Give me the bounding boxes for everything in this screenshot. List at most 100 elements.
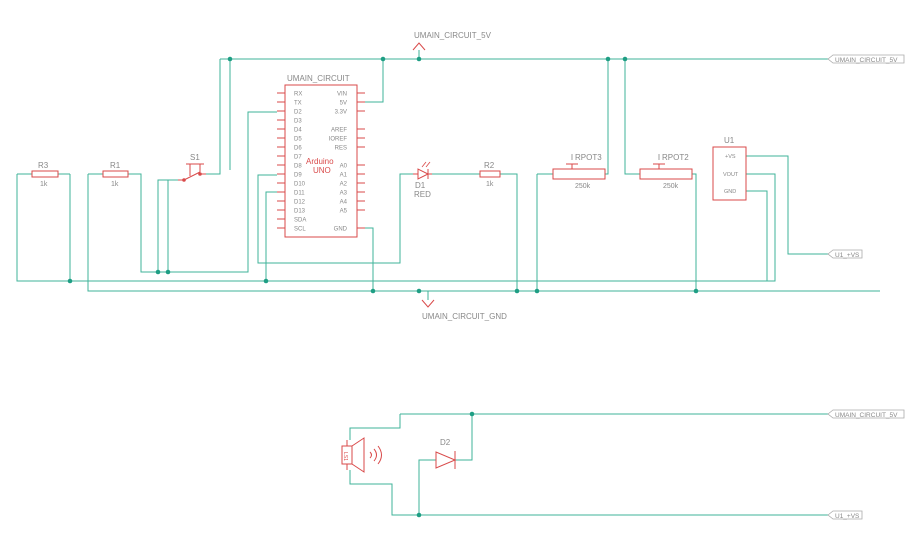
junction-dot [67, 278, 73, 284]
supply-5v-symbol: UMAIN_CIRCUIT_5V [412, 31, 492, 51]
junction-dot [605, 56, 611, 62]
wires [16, 50, 880, 516]
net-flag-5v-top: UMAIN_CIRCUIT_5V [827, 54, 905, 64]
junction-dot [534, 288, 540, 294]
junction-dot [227, 56, 233, 62]
junction-dot [155, 269, 161, 275]
arduino-pin-label: D11 [294, 191, 305, 197]
net-flag-u1-vs-bottom: U1_+VS [827, 510, 863, 520]
sensor-u1: U1 +VS VOUT GND [712, 136, 747, 201]
arduino-pin-label: D6 [294, 146, 302, 152]
arduino-pin-label: D7 [294, 155, 302, 161]
resistor-r1: R1 1k [102, 161, 129, 188]
wire-rpot3-right [605, 59, 609, 175]
arduino-pin-label: A2 [340, 182, 348, 188]
wire-d2-left [418, 459, 436, 515]
r1-value: 1k [111, 181, 119, 188]
wire-r3-left [16, 174, 70, 282]
net-flag-5v-bottom: UMAIN_CIRCUIT_5V [827, 409, 905, 419]
arduino-pin-label: A5 [340, 209, 348, 215]
junction-dot [380, 56, 386, 62]
d1-value: RED [414, 190, 431, 199]
wire-s1-5v [203, 59, 221, 175]
r2-ref: R2 [484, 161, 495, 170]
wire-arduino-5v [365, 59, 384, 103]
arduino-pin-label: D12 [294, 200, 306, 206]
junction-dot [165, 269, 171, 275]
junctions [67, 56, 699, 518]
r3-value: 1k [40, 181, 48, 188]
r2-value: 1k [486, 181, 494, 188]
wire-r2-right [500, 173, 518, 291]
junction-dot [693, 288, 699, 294]
arduino-pin-label: D8 [294, 164, 302, 170]
svg-text:UMAIN_CIRCUIT_5V: UMAIN_CIRCUIT_5V [835, 412, 898, 419]
junction-dot [370, 288, 376, 294]
wire-u1-vout [746, 173, 776, 282]
arduino-pin-label: D10 [294, 182, 306, 188]
arduino-pin-label: IOREF [329, 137, 348, 143]
junction-dot [514, 288, 520, 294]
svg-text:U1_+VS: U1_+VS [835, 513, 860, 520]
junction-dot [469, 411, 475, 417]
arduino-pin-label: SDA [294, 218, 306, 224]
buzzer-ls1: LS1 [341, 437, 382, 473]
arduino-pin-label: RES [335, 146, 347, 152]
wire-lower-5v-left [349, 414, 401, 440]
arduino-pin-label: A0 [340, 164, 348, 170]
arduino-pin-label: D13 [294, 209, 306, 215]
wire-buzzer-bottom [349, 470, 828, 516]
arduino-pin-label: AREF [331, 128, 347, 134]
junction-dot [416, 288, 422, 294]
led-d1: D1 RED [413, 161, 432, 199]
arduino-pin-label: A4 [340, 200, 348, 206]
wire-d11 [265, 191, 277, 281]
arduino-pin-label: D3 [294, 119, 302, 125]
resistor-r2: R2 1k [479, 161, 501, 188]
u1-ref: U1 [724, 136, 735, 145]
resistor-r3: R3 1k [31, 161, 59, 188]
supply-gnd-label: UMAIN_CIRCUIT_GND [422, 312, 507, 321]
supply-gnd-symbol: UMAIN_CIRCUIT_GND [421, 299, 507, 321]
arduino-pin-label: D4 [294, 128, 302, 134]
diode-d2: D2 [435, 438, 457, 469]
wire-d2-right [455, 414, 473, 461]
svg-text:U1_+VS: U1_+VS [835, 252, 860, 259]
net-flag-u1-vs-top: U1_+VS [827, 249, 863, 259]
arduino-pin-label: D5 [294, 137, 302, 143]
arduino-line1: Arduino [306, 157, 334, 166]
potentiometer-rpot2: RPOT2 250k [639, 153, 693, 190]
arduino-pin-label: SCL [294, 227, 306, 233]
arduino-pin-label: GND [334, 227, 348, 233]
junction-dot [416, 512, 422, 518]
rpot2-value: 250k [663, 183, 679, 190]
d2-ref: D2 [440, 438, 451, 447]
supply-5v-label: UMAIN_CIRCUIT_5V [414, 31, 492, 40]
s1-ref: S1 [190, 153, 200, 162]
wire-arduino-gnd [365, 227, 374, 291]
junction-dot [416, 56, 422, 62]
wire-rpot2-left [624, 59, 640, 175]
arduino-name: UMAIN_CIRCUIT [287, 74, 350, 83]
u1-pin-vs: +VS [725, 154, 736, 160]
arduino-line2: UNO [313, 166, 331, 175]
u1-pin-vout: VOUT [723, 172, 739, 178]
potentiometer-rpot3: RPOT3 250k [552, 153, 606, 190]
wire-r1-left [87, 174, 880, 292]
arduino-pin-label: A1 [340, 173, 348, 179]
r3-ref: R3 [38, 161, 49, 170]
arduino-pin-label: D9 [294, 173, 302, 179]
arduino-pin-label: 3.3V [335, 110, 347, 116]
arduino-pin-label: A3 [340, 191, 348, 197]
rpot2-ref: RPOT2 [662, 153, 689, 162]
wire-r1-right [128, 111, 277, 273]
buzzer-ref: LS1 [342, 452, 348, 461]
u1-pin-gnd: GND [724, 189, 736, 195]
arduino-pin-label: TX [294, 101, 302, 107]
wire-u1-gnd [746, 190, 768, 281]
svg-text:UMAIN_CIRCUIT_5V: UMAIN_CIRCUIT_5V [835, 57, 898, 64]
switch-s1: S1 [178, 153, 206, 182]
